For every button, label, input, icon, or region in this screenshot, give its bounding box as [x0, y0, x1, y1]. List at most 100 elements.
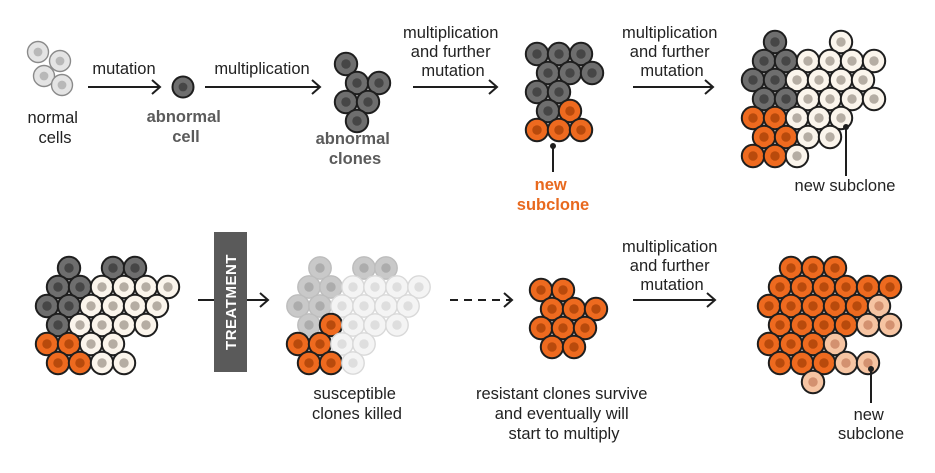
posttreatment-cell [285, 331, 311, 357]
posttreatment-cell [330, 294, 354, 318]
arrow-mult-further-3-head [706, 292, 717, 308]
stage3-cell [546, 79, 572, 105]
posttreatment-cell [385, 313, 409, 337]
stage4-cell [751, 86, 777, 112]
new-subclone-top-label: new subclone [795, 177, 896, 195]
new-subclone-bottom-label: new subclone [838, 406, 904, 443]
posttreatment-cell [308, 256, 332, 280]
regrown-cell [767, 312, 793, 338]
posttreatment-cell [297, 275, 321, 299]
posttreatment-cell [363, 275, 387, 299]
arrow-mult-further-2-head [704, 79, 715, 95]
resistant-cell [561, 334, 587, 360]
stage4-cell [751, 124, 777, 150]
mutation-label: mutation [92, 60, 155, 78]
stage3-cell [579, 60, 605, 86]
regrown-cell [756, 293, 782, 319]
posttreatment-cell [341, 313, 365, 337]
regrown-cell [855, 350, 881, 376]
pretreatment-cell [89, 350, 115, 376]
regrown-cell [822, 331, 848, 357]
pretreatment-cell [67, 350, 93, 376]
stage4-cell [795, 124, 821, 150]
mult-further-label-3: multiplication and further mutation [622, 238, 722, 294]
posttreatment-cell [307, 331, 333, 357]
posttreatment-cell [318, 312, 344, 338]
regrown-cell [789, 312, 815, 338]
posttreatment-cell [308, 294, 332, 318]
stage4-cell [850, 67, 876, 93]
abnormal-clone-cell [366, 70, 392, 96]
pretreatment-cell [56, 293, 82, 319]
stage3-cell [535, 60, 561, 86]
posttreatment-cell [374, 256, 398, 280]
normal-cell [50, 73, 74, 97]
abnormal-clone-cell [355, 89, 381, 115]
pretreatment-cell [89, 274, 115, 300]
pointer-new-subclone-top-dot [843, 124, 849, 130]
posttreatment-cell [396, 294, 420, 318]
treatment-bar [214, 232, 247, 372]
regrown-cell [800, 369, 826, 395]
normal-cell [32, 64, 56, 88]
resistant-label: resistant clones survive and eventually … [476, 385, 652, 443]
multiplication-label: multiplication [214, 60, 309, 78]
pretreatment-cell [144, 293, 170, 319]
regrown-cell [855, 312, 881, 338]
cell-layer [26, 29, 903, 395]
stage4-cell [817, 86, 843, 112]
resistant-cell [583, 296, 609, 322]
pointer-new-subclone-bottom-dot [868, 366, 874, 372]
regrown-cell [778, 331, 804, 357]
regrown-cell [833, 350, 859, 376]
stage4-cell [784, 143, 810, 169]
posttreatment-cell [330, 332, 354, 356]
posttreatment-cell [385, 275, 409, 299]
pretreatment-cell [67, 274, 93, 300]
stage3-cell [524, 79, 550, 105]
posttreatment-cell [352, 332, 376, 356]
stage3-cell [557, 98, 583, 124]
stage4-cell [762, 29, 788, 55]
susceptible-label: susceptible clones killed [312, 385, 402, 423]
stage4-cell [762, 143, 788, 169]
stage4-cell [828, 105, 854, 131]
stage4-cell [861, 86, 887, 112]
regrown-cell [877, 274, 903, 300]
regrown-cell [778, 255, 804, 281]
stage4-cell [740, 143, 766, 169]
pretreatment-cell [56, 255, 82, 281]
pretreatment-cell [45, 350, 71, 376]
resistant-cell [572, 315, 598, 341]
arrow-layer [88, 79, 874, 403]
regrown-cell [789, 274, 815, 300]
regrown-cell [822, 255, 848, 281]
abnormal-clone-cell [333, 51, 359, 77]
pretreatment-cell [122, 255, 148, 281]
stage4-cell [762, 67, 788, 93]
posttreatment-cell [352, 294, 376, 318]
arrow-mutation-head [151, 79, 162, 95]
arrow-multiplication-head [311, 79, 322, 95]
resistant-cell [539, 296, 565, 322]
abnormal-cell [171, 75, 195, 99]
posttreatment-cell [318, 350, 344, 376]
normal-cell [48, 49, 72, 73]
arrow-resistant-head [503, 292, 514, 308]
pretreatment-cell [155, 274, 181, 300]
stage4-cell [817, 124, 843, 150]
stage4-cell [795, 86, 821, 112]
stage3-cell [568, 41, 594, 67]
stage4-cell [740, 105, 766, 131]
regrown-cell [767, 350, 793, 376]
regrown-cell [877, 312, 903, 338]
posttreatment-cell [341, 351, 365, 375]
stage3-cell [524, 117, 550, 143]
pretreatment-cell [133, 312, 159, 338]
posttreatment-cell [407, 275, 431, 299]
stage4-cell [828, 29, 854, 55]
abnormal-clone-cell [344, 108, 370, 134]
arrow-treatment-head [259, 292, 270, 308]
arrow-mult-further-1-head [488, 79, 499, 95]
